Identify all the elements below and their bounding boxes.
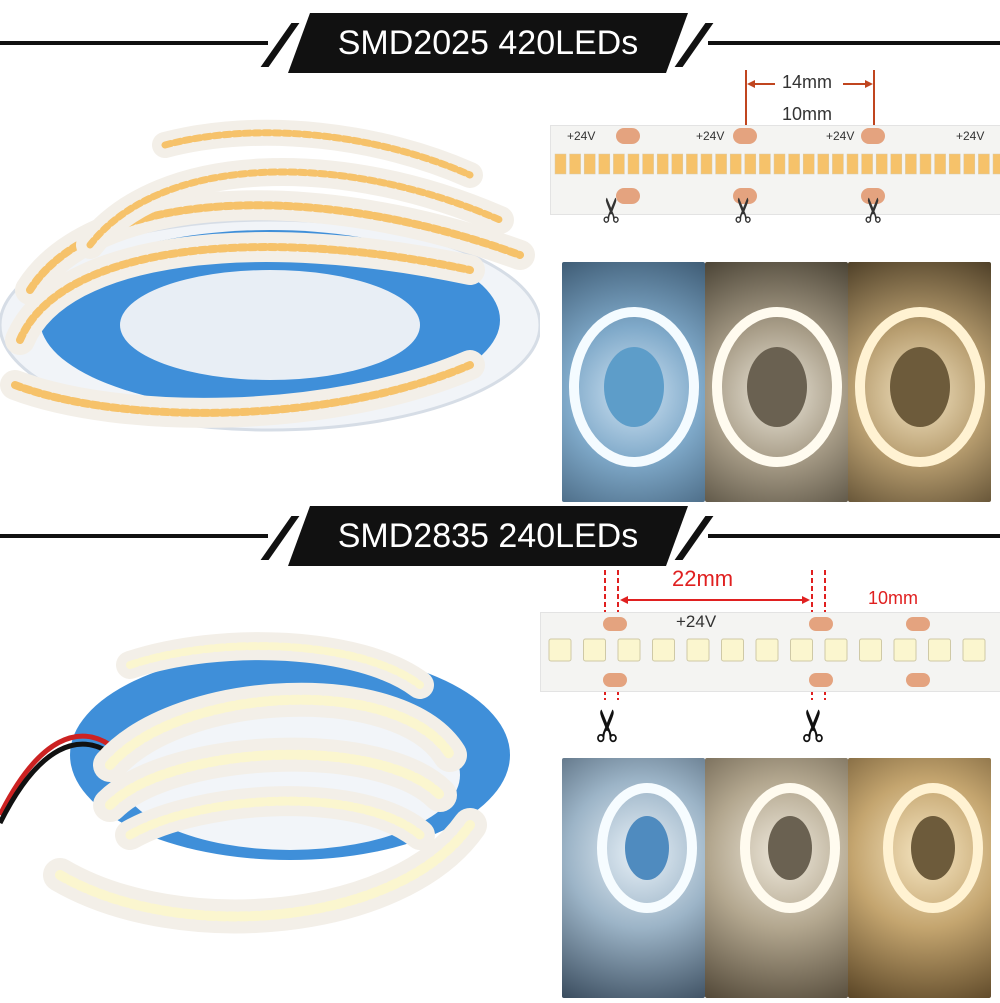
banner-rule-left [0, 41, 268, 45]
led-chip [759, 153, 771, 175]
section1-title: SMD2025 420LEDs [288, 13, 688, 73]
led-chip [548, 638, 572, 662]
led-chip [569, 153, 581, 175]
scissors-icon: ✂ [593, 195, 632, 225]
section1-reel-image [0, 95, 540, 440]
led-chip [928, 638, 951, 662]
section1-photo-warm-white [848, 262, 991, 502]
led-chip [721, 638, 744, 662]
led-chip [744, 153, 757, 175]
scissors-icon: ✂ [725, 195, 764, 225]
led-chip [790, 638, 813, 662]
section1-strip-closeup [550, 125, 1000, 215]
section2-reel-image [0, 625, 530, 945]
section1-width-label: 10mm [782, 104, 833, 124]
led-chip [686, 153, 698, 175]
banner-rule-right [708, 41, 1000, 45]
led-chip [978, 153, 990, 175]
led-chip [905, 153, 917, 175]
led-chip [919, 153, 932, 175]
led-chip [963, 153, 976, 175]
led-chip [686, 638, 710, 662]
section2-photo-neutral-white [705, 758, 848, 998]
scissors-icon: ✂ [855, 195, 894, 225]
led-chip [613, 153, 625, 175]
section1-voltage-marking-1: +24V [567, 129, 596, 143]
led-chip [817, 153, 830, 175]
led-chip [700, 153, 713, 175]
section1-banner: SMD2025 420LEDs [0, 13, 1000, 73]
led-chip [824, 638, 848, 662]
led-chip [802, 153, 815, 175]
banner-rule-left [0, 534, 268, 538]
led-chip [671, 153, 684, 175]
led-chip [583, 153, 596, 175]
led-chip [598, 153, 611, 175]
scissors-icon: ✂ [583, 707, 633, 744]
led-chip [755, 638, 779, 662]
section2-strip-closeup [540, 612, 1000, 692]
led-chip [554, 153, 567, 175]
section1-voltage-marking-2: +24V [696, 129, 725, 143]
section2-photo-warm-white [848, 758, 991, 998]
led-chip [652, 638, 675, 662]
section2-pitch-label: 22mm [672, 566, 734, 591]
led-chip [992, 153, 1000, 175]
section2-banner: SMD2835 240LEDs [0, 506, 1000, 566]
led-chip [893, 638, 917, 662]
led-chip [962, 638, 986, 662]
section1-photo-cool-white [562, 262, 705, 502]
led-chip [642, 153, 654, 175]
scissors-icon: ✂ [789, 707, 839, 744]
section1-pitch-label: 14mm [782, 72, 833, 92]
led-chip [773, 153, 786, 175]
led-chip [875, 153, 888, 175]
section2-title: SMD2835 240LEDs [288, 506, 688, 566]
section1-voltage-marking-3: +24V [826, 129, 855, 143]
led-chip [788, 153, 800, 175]
led-chip [861, 153, 873, 175]
led-chip [627, 153, 640, 175]
led-chip [948, 153, 961, 175]
led-chip [890, 153, 903, 175]
section2-photo-cool-white [562, 758, 705, 998]
section1-photo-neutral-white [705, 262, 848, 502]
led-chip [583, 638, 606, 662]
led-chip [715, 153, 727, 175]
led-chip [729, 153, 742, 175]
section2-width-label: 10mm [868, 588, 919, 608]
led-chip [846, 153, 859, 175]
section1-voltage-marking-4: +24V [956, 129, 985, 143]
led-chip [656, 153, 669, 175]
led-chip [832, 153, 844, 175]
led-chip [617, 638, 641, 662]
led-chip [859, 638, 882, 662]
led-chip [934, 153, 946, 175]
section2-voltage-marking: +24V [676, 612, 717, 631]
banner-rule-right [708, 534, 1000, 538]
